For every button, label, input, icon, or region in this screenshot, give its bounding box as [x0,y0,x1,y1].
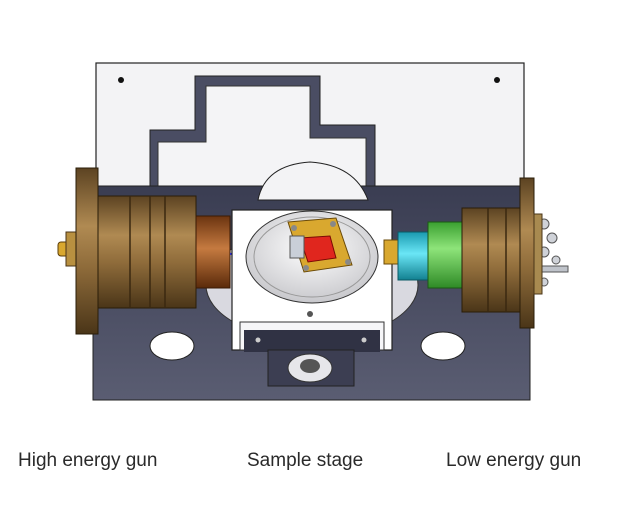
high-energy-gun [57,167,301,335]
stage-dome [257,161,369,201]
mount-hole-right [494,77,500,83]
label-high-energy-gun: High energy gun [18,450,158,471]
mount-hole-left [118,77,124,83]
low-energy-gun [383,177,569,329]
instrument-diagram [57,62,569,401]
label-low-energy-gun: Low energy gun [446,450,582,471]
base-hole-left [149,331,195,361]
sample-stage [231,209,393,387]
base-hole-right [420,331,466,361]
connector-cluster [533,213,569,295]
label-sample-stage: Sample stage [247,450,364,471]
